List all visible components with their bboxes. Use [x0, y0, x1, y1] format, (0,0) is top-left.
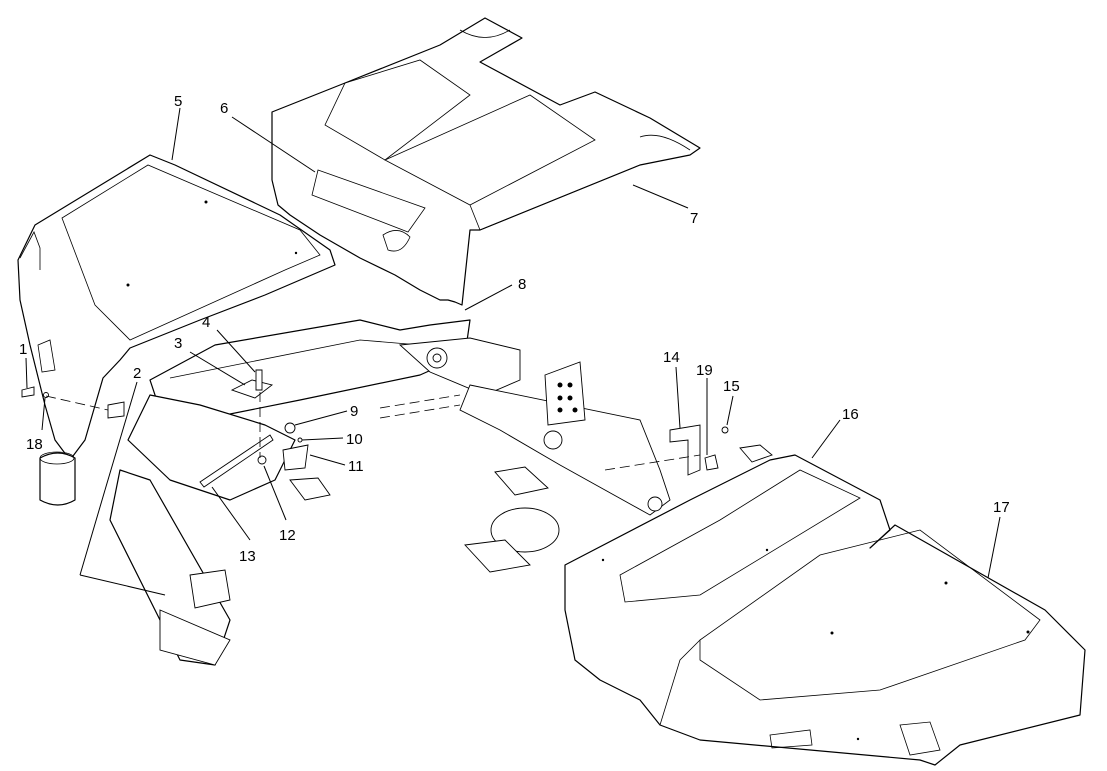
callout-16: 16 — [842, 406, 859, 423]
callout-7: 7 — [690, 210, 698, 227]
left-side-panel-part — [127, 394, 296, 501]
bracket-parts — [604, 424, 773, 476]
callout-4: 4 — [202, 314, 210, 331]
callout-6: 6 — [220, 100, 228, 117]
callout-5: 5 — [174, 93, 182, 110]
callout-12: 12 — [279, 527, 296, 544]
callout-3: 3 — [174, 335, 182, 352]
callout-9: 9 — [350, 403, 358, 420]
callout-1: 1 — [19, 341, 27, 358]
callout-labels: 1 2 3 4 5 6 7 8 9 10 11 12 13 14 15 16 1… — [19, 93, 1010, 565]
callout-15: 15 — [723, 378, 740, 395]
hardware-parts — [21, 369, 331, 501]
callout-11: 11 — [348, 458, 364, 475]
callout-19: 19 — [696, 362, 713, 379]
right-fender-part — [564, 454, 1086, 766]
callout-17: 17 — [993, 499, 1010, 516]
callout-10: 10 — [346, 431, 363, 448]
upper-shroud-part — [271, 17, 701, 306]
support-column-part — [39, 451, 231, 666]
callout-8: 8 — [518, 276, 526, 293]
callout-14: 14 — [663, 349, 680, 366]
callout-18: 18 — [26, 436, 43, 453]
callout-2: 2 — [133, 365, 141, 382]
floor-plate-parts — [464, 466, 560, 573]
callout-13: 13 — [239, 548, 256, 565]
leader-lines — [25, 107, 1001, 596]
left-fender-part — [17, 154, 336, 461]
